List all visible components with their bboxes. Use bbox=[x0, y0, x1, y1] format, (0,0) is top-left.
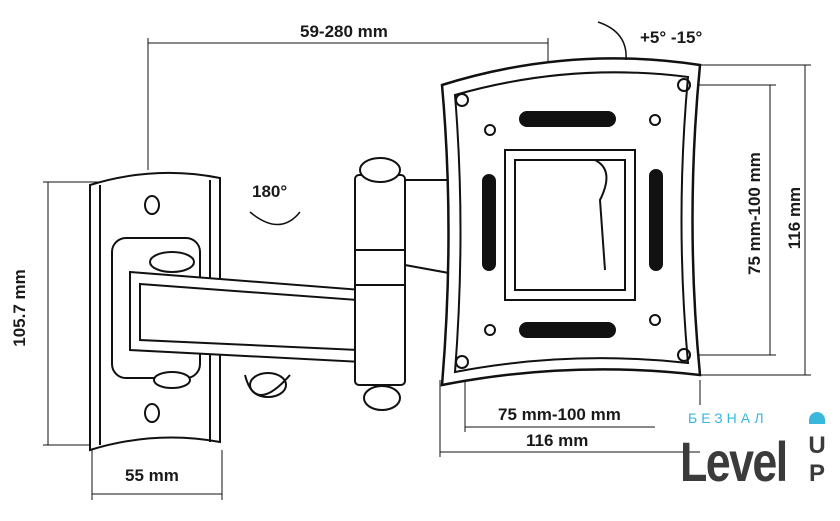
logo-accent-icon bbox=[809, 412, 825, 424]
logo-main: Level bbox=[680, 430, 788, 493]
vesa-vertical-label: 75 mm-100 mm bbox=[745, 152, 764, 275]
arm-extension-label: 59-280 mm bbox=[300, 22, 388, 41]
vesa-vertical-outer-label: 116 mm bbox=[785, 186, 804, 250]
levelup-logo: БЕЗНАЛ Level UP bbox=[680, 404, 838, 516]
vesa-plate bbox=[440, 57, 702, 387]
swivel-arrow-icon bbox=[249, 211, 301, 226]
vesa-horizontal-label: 75 mm-100 mm bbox=[498, 405, 621, 424]
tilt-arrow-icon bbox=[597, 21, 627, 61]
plate-height-label: 105.7 mm bbox=[10, 269, 29, 347]
plate-width-label: 55 mm bbox=[125, 466, 179, 485]
swivel-label: 180° bbox=[252, 182, 288, 201]
hinge bbox=[354, 157, 406, 411]
tilt-label: +5° -15° bbox=[640, 28, 703, 47]
logo-sub: БЕЗНАЛ bbox=[688, 410, 768, 426]
dimension-lines bbox=[43, 38, 811, 500]
vesa-horizontal-outer-label: 116 mm bbox=[526, 431, 589, 450]
logo-up: UP bbox=[808, 432, 826, 487]
